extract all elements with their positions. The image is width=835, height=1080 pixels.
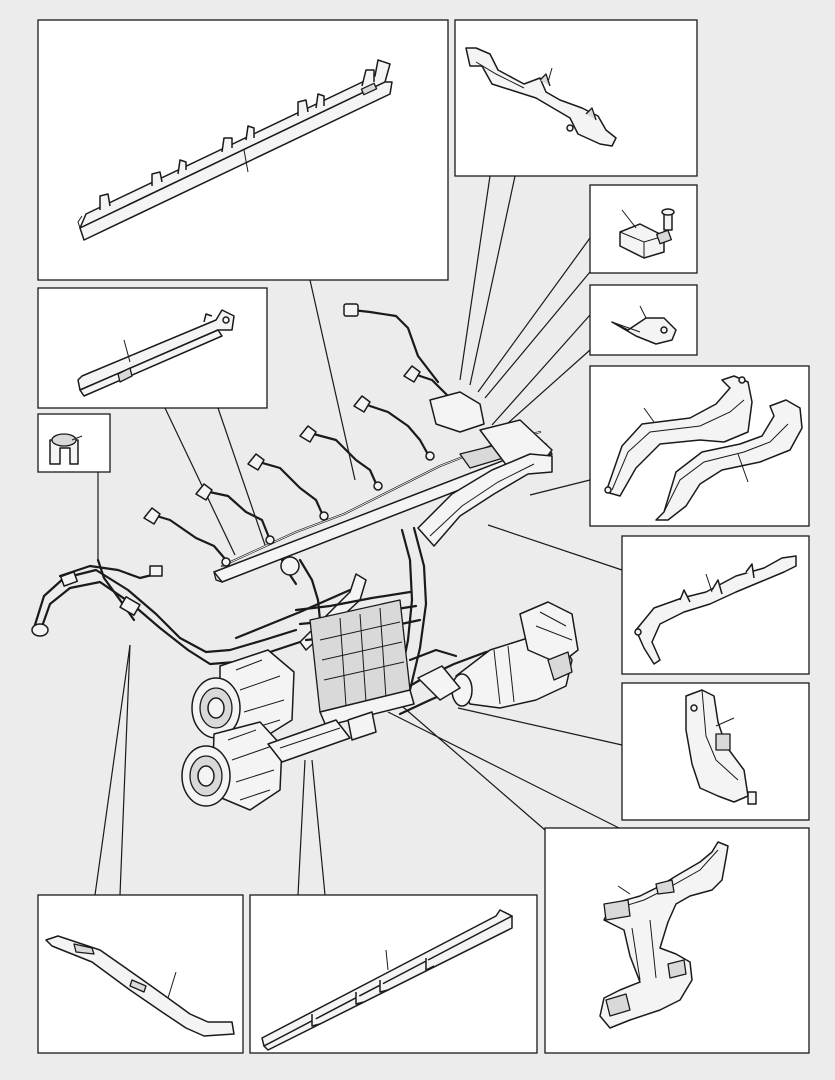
- part-8-bracket: [599, 841, 729, 1029]
- part-4-bracket: [45, 935, 235, 1037]
- alternator-lower: [181, 721, 283, 811]
- injector-connectors: [143, 365, 435, 567]
- starter-motor: [451, 601, 579, 709]
- leader-lines: [94, 175, 624, 896]
- part-2-bracket: [465, 47, 617, 147]
- box-part-8: [544, 827, 810, 1054]
- part-12-clip: [49, 433, 83, 465]
- part-5-bracket: [77, 309, 235, 397]
- alternator-upper: [191, 649, 295, 741]
- part-13-clip: [619, 208, 675, 259]
- main-engine-harness-assembly: [31, 303, 579, 811]
- part-10-bracket: [604, 375, 753, 497]
- part-9-bracket: [685, 689, 757, 805]
- box-part-2: [454, 19, 698, 177]
- part-1-bracket: [634, 555, 797, 665]
- part-6-bracket: [77, 59, 393, 241]
- part-11-bracket: [655, 399, 803, 521]
- part-7-bracket: [261, 909, 513, 1051]
- part-3-bracket: [611, 305, 677, 345]
